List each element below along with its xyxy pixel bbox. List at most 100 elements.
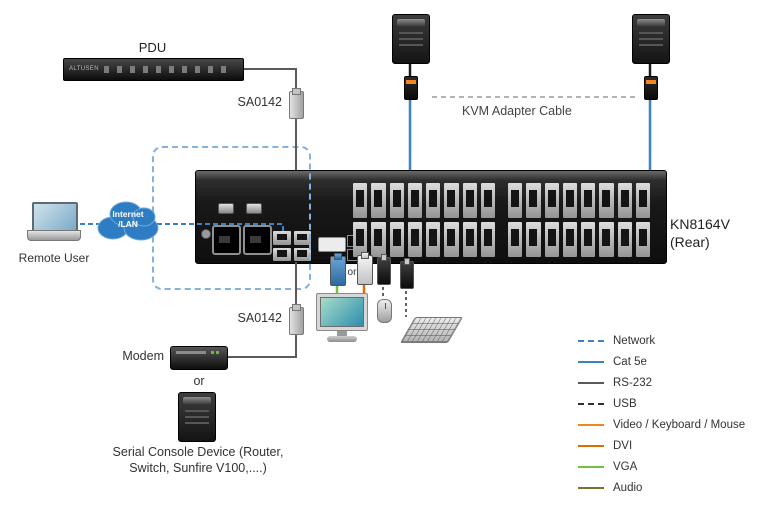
legend-item: USB xyxy=(578,393,745,414)
legend-line-swatch xyxy=(578,402,604,405)
rj45-port xyxy=(371,183,386,218)
rj45-port xyxy=(293,231,311,245)
serial-console-tower-icon xyxy=(178,392,216,442)
sa0142-top-connector-icon xyxy=(289,88,304,119)
rj45-port xyxy=(462,183,477,218)
legend-item-label: Network xyxy=(613,334,656,347)
kvm-adapter-dongle-1-icon xyxy=(404,76,418,100)
legend-line-swatch xyxy=(578,381,604,384)
legend-item-label: Video / Keyboard / Mouse xyxy=(613,418,746,431)
modem-label: Modem xyxy=(122,349,164,363)
pdu-device-icon: ALTUSEN xyxy=(63,58,244,81)
legend-item: Cat 5e xyxy=(578,351,745,372)
legend-item: Video / Keyboard / Mouse xyxy=(578,414,745,435)
rj45-port xyxy=(353,222,368,257)
rj45-port xyxy=(353,183,368,218)
rj45-port xyxy=(273,231,291,245)
modem-icon xyxy=(170,346,228,370)
kvm-port-bank-1 xyxy=(353,183,495,257)
rj45-port xyxy=(444,183,459,218)
keyboard-icon xyxy=(400,317,464,343)
rj45-port xyxy=(444,222,459,257)
rj45-port xyxy=(480,183,495,218)
server-tower-2-icon xyxy=(632,14,670,64)
legend-item-label: Audio xyxy=(613,481,643,494)
monitor-icon xyxy=(316,293,368,331)
rj45-port xyxy=(389,222,404,257)
pdu-label: PDU xyxy=(138,40,167,55)
legend-item: Audio xyxy=(578,477,745,498)
rj45-port xyxy=(581,222,596,257)
rj45-port xyxy=(635,222,650,257)
rj45-port xyxy=(617,183,632,218)
legend-line-swatch xyxy=(578,444,604,447)
legend-item-label: DVI xyxy=(613,439,633,452)
rj45-port xyxy=(508,222,523,257)
or-video-label: or xyxy=(347,267,357,278)
rj45-port xyxy=(635,183,650,218)
rj45-port xyxy=(562,222,577,257)
network-zone-dashed-box xyxy=(152,146,311,290)
rj45-port xyxy=(599,183,614,218)
legend-line-swatch xyxy=(578,360,604,363)
rj45-port xyxy=(293,247,311,261)
rj45-port xyxy=(273,247,291,261)
monitor-screen xyxy=(320,297,364,327)
legend-item-label: USB xyxy=(613,397,637,410)
kvm-view-label: (Rear) xyxy=(670,234,710,250)
power-switch-2-icon xyxy=(246,203,262,214)
power-switch-1-icon xyxy=(218,203,234,214)
sa0142-bottom-label: SA0142 xyxy=(237,311,282,325)
kvm-port-bank-2 xyxy=(508,183,650,257)
legend-line-swatch xyxy=(578,423,604,426)
cloud-label-line1: Internet xyxy=(112,209,144,219)
rj45-port xyxy=(508,183,523,218)
kvm-model-label: KN8164V xyxy=(670,216,730,232)
kvm-adapter-dongle-2-icon xyxy=(644,76,658,100)
rj45-port xyxy=(371,222,386,257)
legend-item: Network xyxy=(578,330,745,351)
legend-line-swatch xyxy=(578,465,604,468)
internet-cloud-label: Internet /LAN xyxy=(96,209,160,229)
mouse-icon xyxy=(377,299,392,323)
rj45-port xyxy=(480,222,495,257)
serial-console-label-line1: Serial Console Device (Router, xyxy=(112,445,284,459)
rj45-port xyxy=(426,222,441,257)
legend-item: RS-232 xyxy=(578,372,745,393)
rj45-port xyxy=(389,183,404,218)
cloud-label-line2: /LAN xyxy=(118,219,138,229)
legend-item-label: Cat 5e xyxy=(613,355,647,368)
remote-user-label: Remote User xyxy=(18,251,90,265)
legend-item-label: VGA xyxy=(613,460,638,473)
legend-item-label: RS-232 xyxy=(613,376,652,389)
legend-item: VGA xyxy=(578,456,745,477)
rj45-port xyxy=(426,183,441,218)
rj45-port xyxy=(462,222,477,257)
vga-plug-icon xyxy=(330,253,346,286)
usb-plug-1-icon xyxy=(377,254,391,285)
server-tower-1-icon xyxy=(392,14,430,64)
monitor-base xyxy=(327,336,357,342)
serial-console-label-line2: Switch, Sunfire V100,....) xyxy=(129,461,267,475)
rj45-port xyxy=(544,222,559,257)
sa0142-top-label: SA0142 xyxy=(237,95,282,109)
serial-console-label: Serial Console Device (Router, Switch, S… xyxy=(78,444,318,476)
usb-plug-2-icon xyxy=(400,258,414,289)
rj45-port xyxy=(581,183,596,218)
rj45-port xyxy=(407,222,422,257)
rj45-port xyxy=(599,222,614,257)
or-modem-label: or xyxy=(193,374,205,388)
lan-port-block xyxy=(273,231,311,261)
pdu-outlet-leds xyxy=(104,66,232,73)
legend-line-swatch xyxy=(578,339,604,342)
dvi-port-icon xyxy=(318,237,346,252)
rj45-port xyxy=(544,183,559,218)
rj45-port xyxy=(526,222,541,257)
legend-item: DVI xyxy=(578,435,745,456)
kvm-adapter-cable-label: KVM Adapter Cable xyxy=(462,104,572,118)
legend-line-swatch xyxy=(578,486,604,489)
rj45-port xyxy=(526,183,541,218)
laptop-base-icon xyxy=(27,230,81,241)
